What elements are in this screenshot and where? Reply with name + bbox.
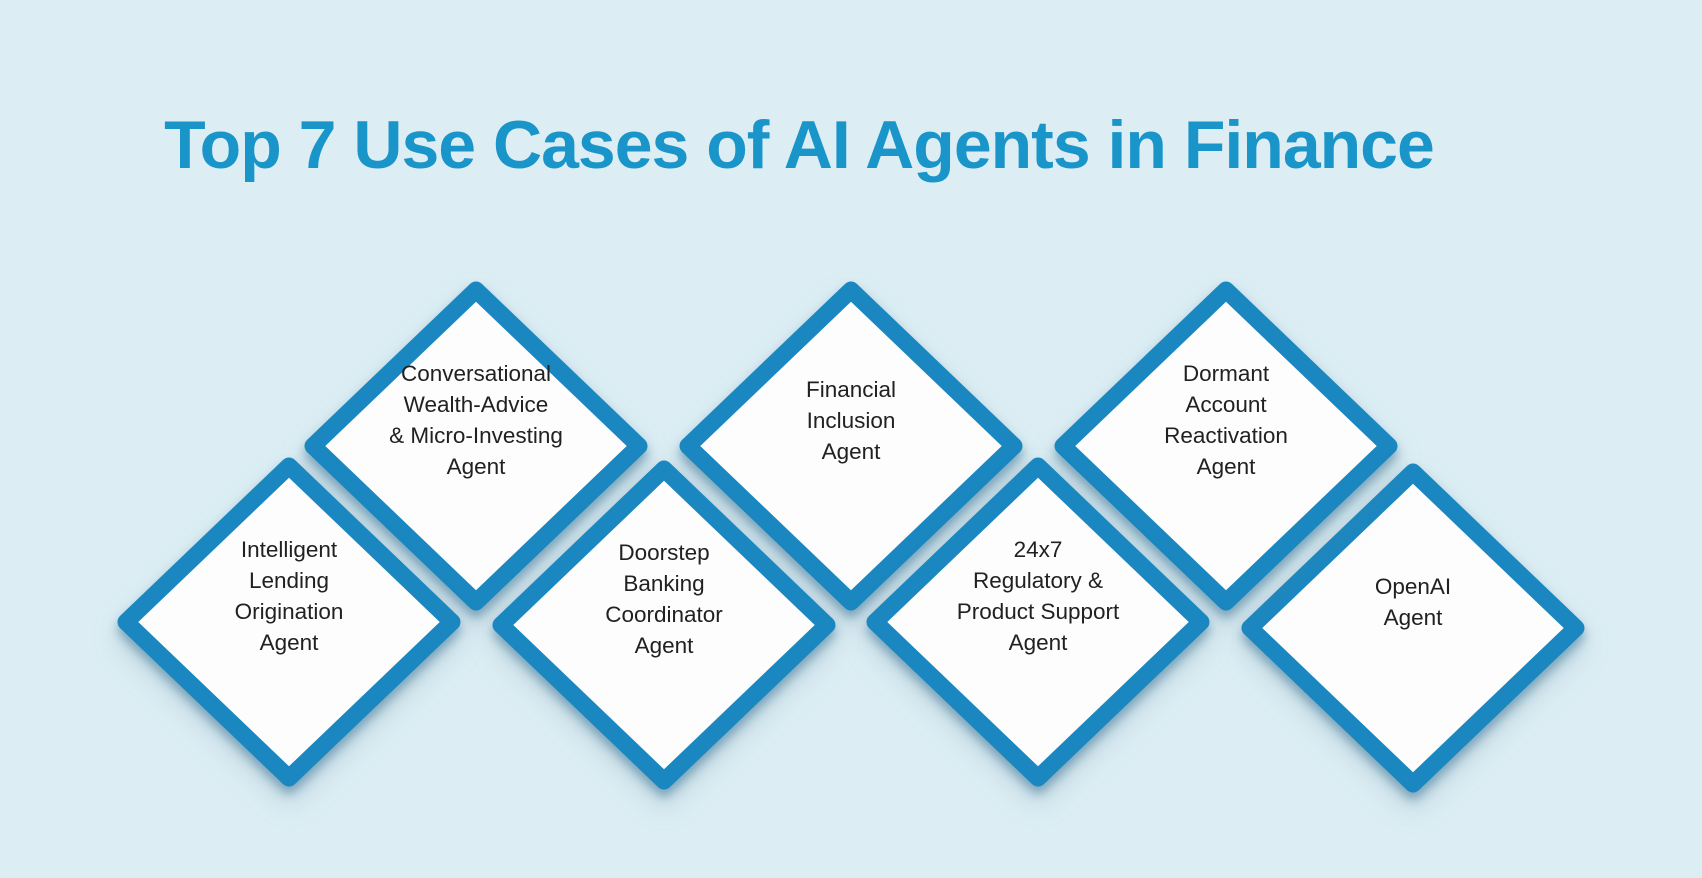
diamond-label-line: Agent xyxy=(259,630,319,655)
diamond-label-line: Reactivation xyxy=(1164,423,1288,448)
diamond-label-line: Agent xyxy=(821,438,881,464)
diamond-label-line: 24x7 xyxy=(1013,537,1063,562)
diamond-label-line: Lending xyxy=(248,568,330,593)
diamond-shape xyxy=(492,460,836,790)
diamond-label-line: Agent xyxy=(446,454,506,479)
diamond-label-line: Financial xyxy=(805,376,897,402)
diamond-outline xyxy=(1054,281,1398,611)
diamond-label-line: Regulatory & xyxy=(972,568,1104,593)
diamond-label-line: Coordinator xyxy=(605,602,723,627)
diamond-label-line: Agent xyxy=(1008,630,1068,655)
diamond-label-line: Banking xyxy=(623,571,705,596)
diamond-label-line: Product Support xyxy=(956,599,1120,624)
diamond-label-line: Doorstep xyxy=(618,540,710,565)
diamond-label-line: Agent xyxy=(634,633,694,658)
diamond-outline xyxy=(117,457,461,787)
diamond-openai-agent: OpenAI Agent xyxy=(1241,463,1585,793)
diamond-shape xyxy=(304,281,648,611)
diamond-label-line: Inclusion xyxy=(806,407,896,433)
page-title: Top 7 Use Cases of AI Agents in Finance xyxy=(164,107,1435,183)
diamond-label: 24x7 Regulatory & Product Support Agent xyxy=(908,431,1168,761)
diamond-outline xyxy=(304,281,648,611)
diamond-label-line: & Micro-Investing xyxy=(389,423,563,448)
diamond-shape xyxy=(866,457,1210,787)
diamond-shape xyxy=(1241,463,1585,793)
diamond-label-line: Dormant xyxy=(1182,361,1270,386)
diamond-shape xyxy=(117,457,461,787)
diamond-label-line: Wealth-Advice xyxy=(403,392,549,417)
diamond-label: OpenAI Agent xyxy=(1283,437,1543,767)
diamond-label: Doorstep Banking Coordinator Agent xyxy=(534,434,794,764)
diamond-label: Financial Inclusion Agent xyxy=(721,255,981,585)
diamond-intelligent-lending-origination-agent: Intelligent Lending Origination Agent xyxy=(117,457,461,787)
diamond-outline xyxy=(1241,463,1585,793)
diamond-label: Conversational Wealth-Advice & Micro-Inv… xyxy=(346,255,606,585)
diamond-outline xyxy=(679,281,1023,611)
diamond-doorstep-banking-coordinator-agent: Doorstep Banking Coordinator Agent xyxy=(492,460,836,790)
diamond-shape xyxy=(1054,281,1398,611)
diamond-label-line: Account xyxy=(1185,392,1267,417)
diamond-label: Intelligent Lending Origination Agent xyxy=(159,431,419,761)
diamond-shape xyxy=(679,281,1023,611)
diamond-regulatory-product-support-agent: 24x7 Regulatory & Product Support Agent xyxy=(866,457,1210,787)
diamond-outline xyxy=(492,460,836,790)
diamond-financial-inclusion-agent: Financial Inclusion Agent xyxy=(679,281,1023,611)
diamond-label-line: OpenAI xyxy=(1374,574,1452,599)
diamond-label-line: Origination xyxy=(234,599,344,624)
diamond-label-line: Agent xyxy=(1196,454,1256,479)
diamond-label-line: Agent xyxy=(1383,605,1443,630)
diamond-conversational-wealth-advice-agent: Conversational Wealth-Advice & Micro-Inv… xyxy=(304,281,648,611)
diamond-label: Dormant Account Reactivation Agent xyxy=(1096,255,1356,585)
diamond-label-line: Intelligent xyxy=(240,537,338,562)
diamond-outline xyxy=(866,457,1210,787)
diamond-label-line: Conversational xyxy=(400,361,552,386)
diamond-dormant-account-reactivation-agent: Dormant Account Reactivation Agent xyxy=(1054,281,1398,611)
